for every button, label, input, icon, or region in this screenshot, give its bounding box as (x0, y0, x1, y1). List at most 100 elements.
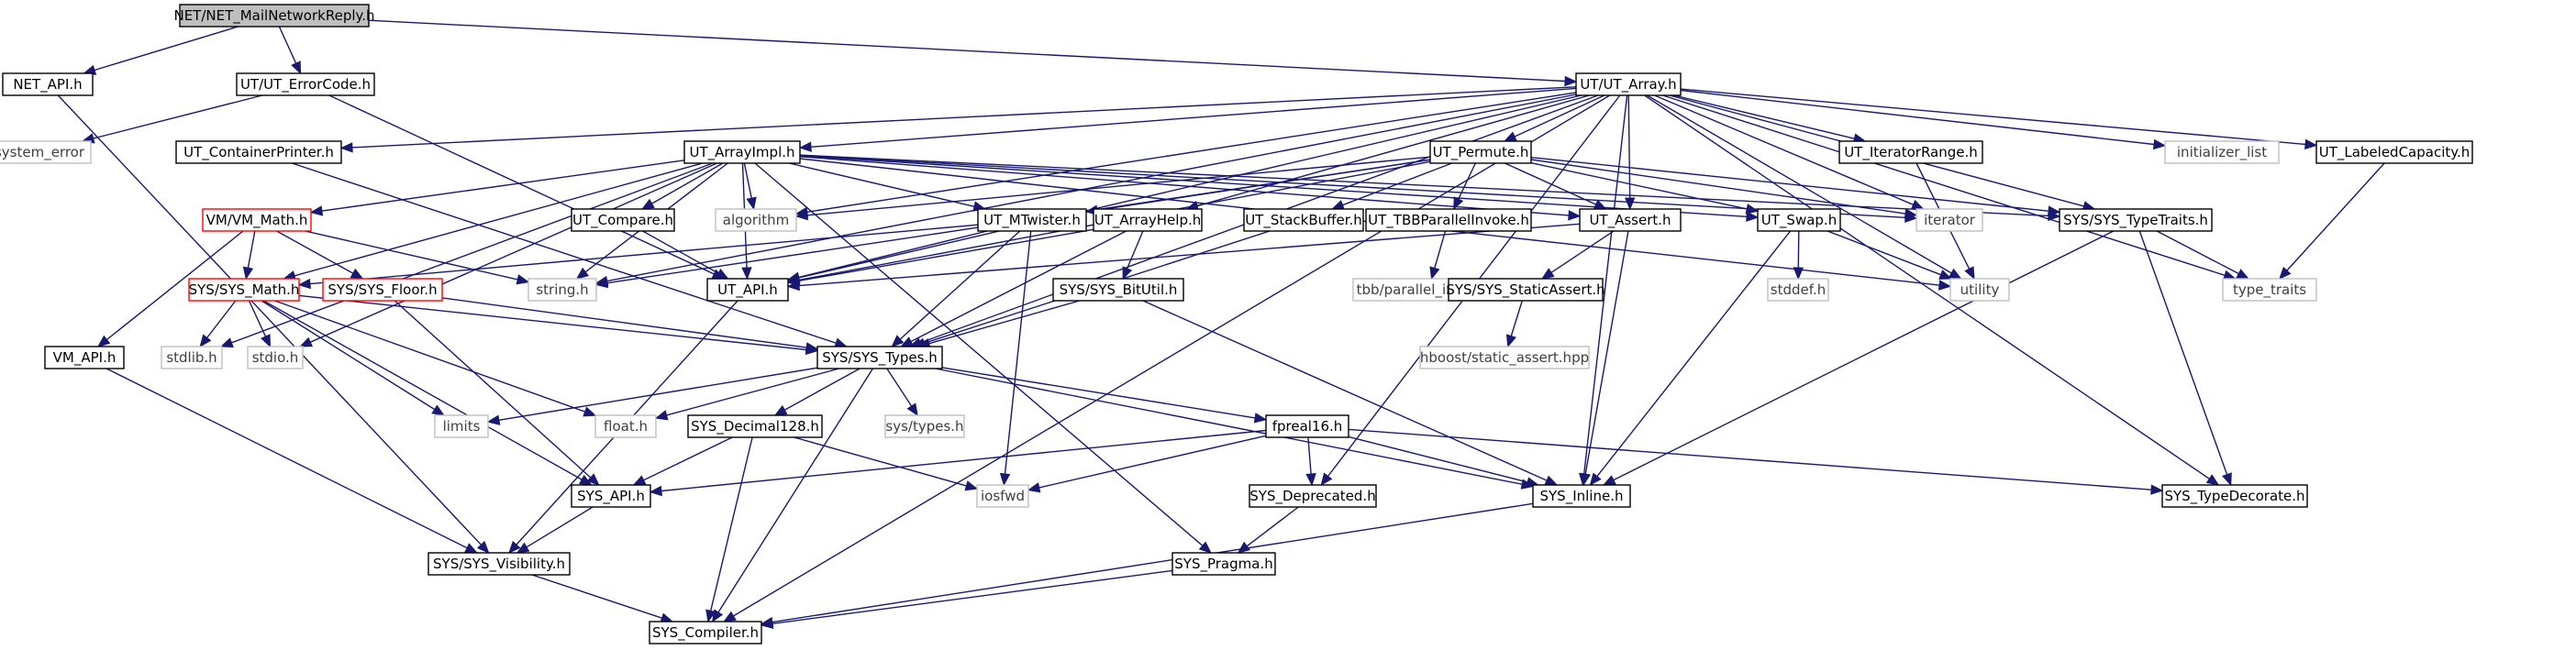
edge-ut_containerprinter-to-sys_types (292, 162, 848, 348)
edge-line (1530, 157, 2049, 212)
edge-arrowhead (1253, 413, 1268, 424)
edge-arrowhead (794, 210, 808, 221)
node-box (434, 414, 489, 438)
node-box (322, 278, 443, 302)
node-ut-arrayhelp[interactable]: UT_ArrayHelp.h (1093, 208, 1203, 232)
node-ut-array[interactable]: UT/UT_Array.h (1575, 72, 1682, 96)
node-box (188, 278, 300, 302)
node-label: UT_StackBuffer.h (1245, 212, 1362, 229)
node-box (2164, 140, 2280, 164)
edge-line (105, 368, 468, 549)
edge-ut_assert-to-sys_staticassert (1540, 230, 1615, 280)
node-box (0, 140, 92, 164)
edge-arrowhead (1910, 199, 1925, 210)
node-ut-stackbuffer[interactable]: UT_StackBuffer.h (1243, 208, 1364, 232)
edge-line (1038, 435, 1267, 489)
node-net-api[interactable]: NET_API.h (2, 72, 94, 96)
node-ut-permute[interactable]: UT_Permute.h (1429, 140, 1532, 164)
node-box (683, 140, 801, 164)
node-sys-typedecorate[interactable]: SYS_TypeDecorate.h (2161, 484, 2308, 508)
edge-ut_array-to-ut_api (786, 94, 1582, 283)
node-net-mailnetworkreply[interactable]: NET/NET_MailNetworkReply.h (173, 4, 375, 28)
node-ut-errorcode[interactable]: UT/UT_ErrorCode.h (236, 72, 375, 96)
edge-arrowhead (350, 268, 364, 280)
node-ut-tbbparallelinvoke[interactable]: UT_TBBParallelInvoke.h (1365, 208, 1532, 232)
node-ut-swap[interactable]: UT_Swap.h (1757, 208, 1841, 232)
edge-ut_arrayimpl-to-ut_mtwister (789, 162, 987, 212)
node-box (687, 414, 823, 438)
node-label: SYS_Pragma.h (1174, 556, 1272, 573)
node-sys-types[interactable]: SYS/SYS_Types.h (816, 346, 943, 369)
node-box (427, 552, 571, 576)
node-sys-compiler[interactable]: SYS_Compiler.h (649, 621, 762, 644)
node-box (1949, 278, 2010, 302)
edge-line (1596, 230, 1792, 478)
node-box (571, 484, 651, 508)
edge-line (935, 368, 1523, 485)
edge-ut_arrayimpl-to-algorithm (743, 162, 757, 211)
edge-arrowhead (723, 611, 737, 622)
edge-line (1004, 230, 1032, 475)
edge-ut_errorcode-to-ut_api (328, 94, 726, 280)
node-box (161, 346, 223, 369)
edge-line (262, 300, 583, 480)
node-sys-typetraits[interactable]: SYS/SYS_TypeTraits.h (2059, 208, 2213, 232)
node-ut-arrayimpl[interactable]: UT_ArrayImpl.h (683, 140, 801, 164)
edge-fpreal16-to-sys_typedecorate (1348, 428, 2164, 495)
node-iosfwd: iosfwd (976, 484, 1029, 508)
node-sys-bitutil[interactable]: SYS/SYS_BitUtil.h (1052, 278, 1184, 302)
edge-line (1348, 428, 2152, 490)
edge-sys_math-to-sys_types (298, 294, 819, 356)
node-sys-math[interactable]: SYS/SYS_Math.h (188, 278, 300, 302)
node-box (1265, 414, 1349, 438)
node-vm-math[interactable]: VM/VM_Math.h (202, 208, 312, 232)
node-ut-assert[interactable]: UT_Assert.h (1579, 208, 1682, 232)
edge-arrowhead (1505, 334, 1516, 348)
node-sys-floor[interactable]: SYS/SYS_Floor.h (322, 278, 443, 302)
node-sys-staticassert[interactable]: SYS/SYS_StaticAssert.h (1446, 278, 1605, 302)
node-label: SYS/SYS_Types.h (822, 349, 938, 367)
edge-sys_types-to-sys_types_h (886, 368, 918, 417)
edge-line (1342, 162, 1452, 206)
edge-ut_arrayimpl-to-sys_pragma (754, 162, 1212, 554)
edge-line (799, 154, 2049, 217)
node-box (816, 346, 943, 369)
edge-arrowhead (964, 480, 979, 491)
node-ut-compare[interactable]: UT_Compare.h (571, 208, 675, 232)
edge-arrowhead (1453, 196, 1464, 211)
edge-sys_math-to-stdlib_h (199, 300, 237, 348)
edge-line (1458, 162, 1476, 200)
edge-ut_array-to-ut_containerprinter (339, 86, 1577, 153)
edge-line (806, 156, 1431, 216)
edge-line (498, 367, 818, 421)
edge-vm_math-to-sys_floor (276, 230, 364, 280)
node-ut-mtwister[interactable]: UT_MTwister.h (977, 208, 1087, 232)
node-sys-deprecated[interactable]: SYS_Deprecated.h (1249, 484, 1377, 508)
node-label: SYS_Deprecated.h (1249, 488, 1375, 505)
edge-line (274, 300, 585, 413)
edge-line (2156, 230, 2239, 275)
node-label: SYS_TypeDecorate.h (2164, 488, 2304, 505)
edge-line (368, 19, 1566, 83)
edge-arrowhead (2205, 474, 2220, 486)
node-system-error: system_error (0, 140, 92, 164)
node-utility: utility (1949, 278, 2010, 302)
node-ut-labeledcapacity[interactable]: UT_LabeledCapacity.h (2315, 140, 2473, 164)
node-ut-containerprinter[interactable]: UT_ContainerPrinter.h (175, 140, 342, 164)
node-box (2161, 484, 2308, 508)
node-sys-inline[interactable]: SYS_Inline.h (1532, 484, 1631, 508)
edge-arrowhead (1320, 472, 1333, 487)
node-vm-api[interactable]: VM_API.h (44, 346, 125, 369)
node-ut-iteratorrange[interactable]: UT_IteratorRange.h (1838, 140, 1983, 164)
node-sys-visibility[interactable]: SYS/SYS_Visibility.h (427, 552, 571, 576)
node-box (884, 414, 965, 438)
edge-arrowhead (1964, 266, 1975, 281)
edge-arrowhead (1589, 472, 1602, 487)
node-sys-decimal128[interactable]: SYS_Decimal128.h (687, 414, 823, 438)
node-sys-pragma[interactable]: SYS_Pragma.h (1171, 552, 1276, 576)
edge-line (733, 94, 1611, 617)
node-ut-api[interactable]: UT_API.h (706, 278, 789, 302)
node-label: SYS/SYS_StaticAssert.h (1446, 281, 1604, 299)
node-fpreal16[interactable]: fpreal16.h (1265, 414, 1349, 438)
node-sys-api[interactable]: SYS_API.h (571, 484, 651, 508)
